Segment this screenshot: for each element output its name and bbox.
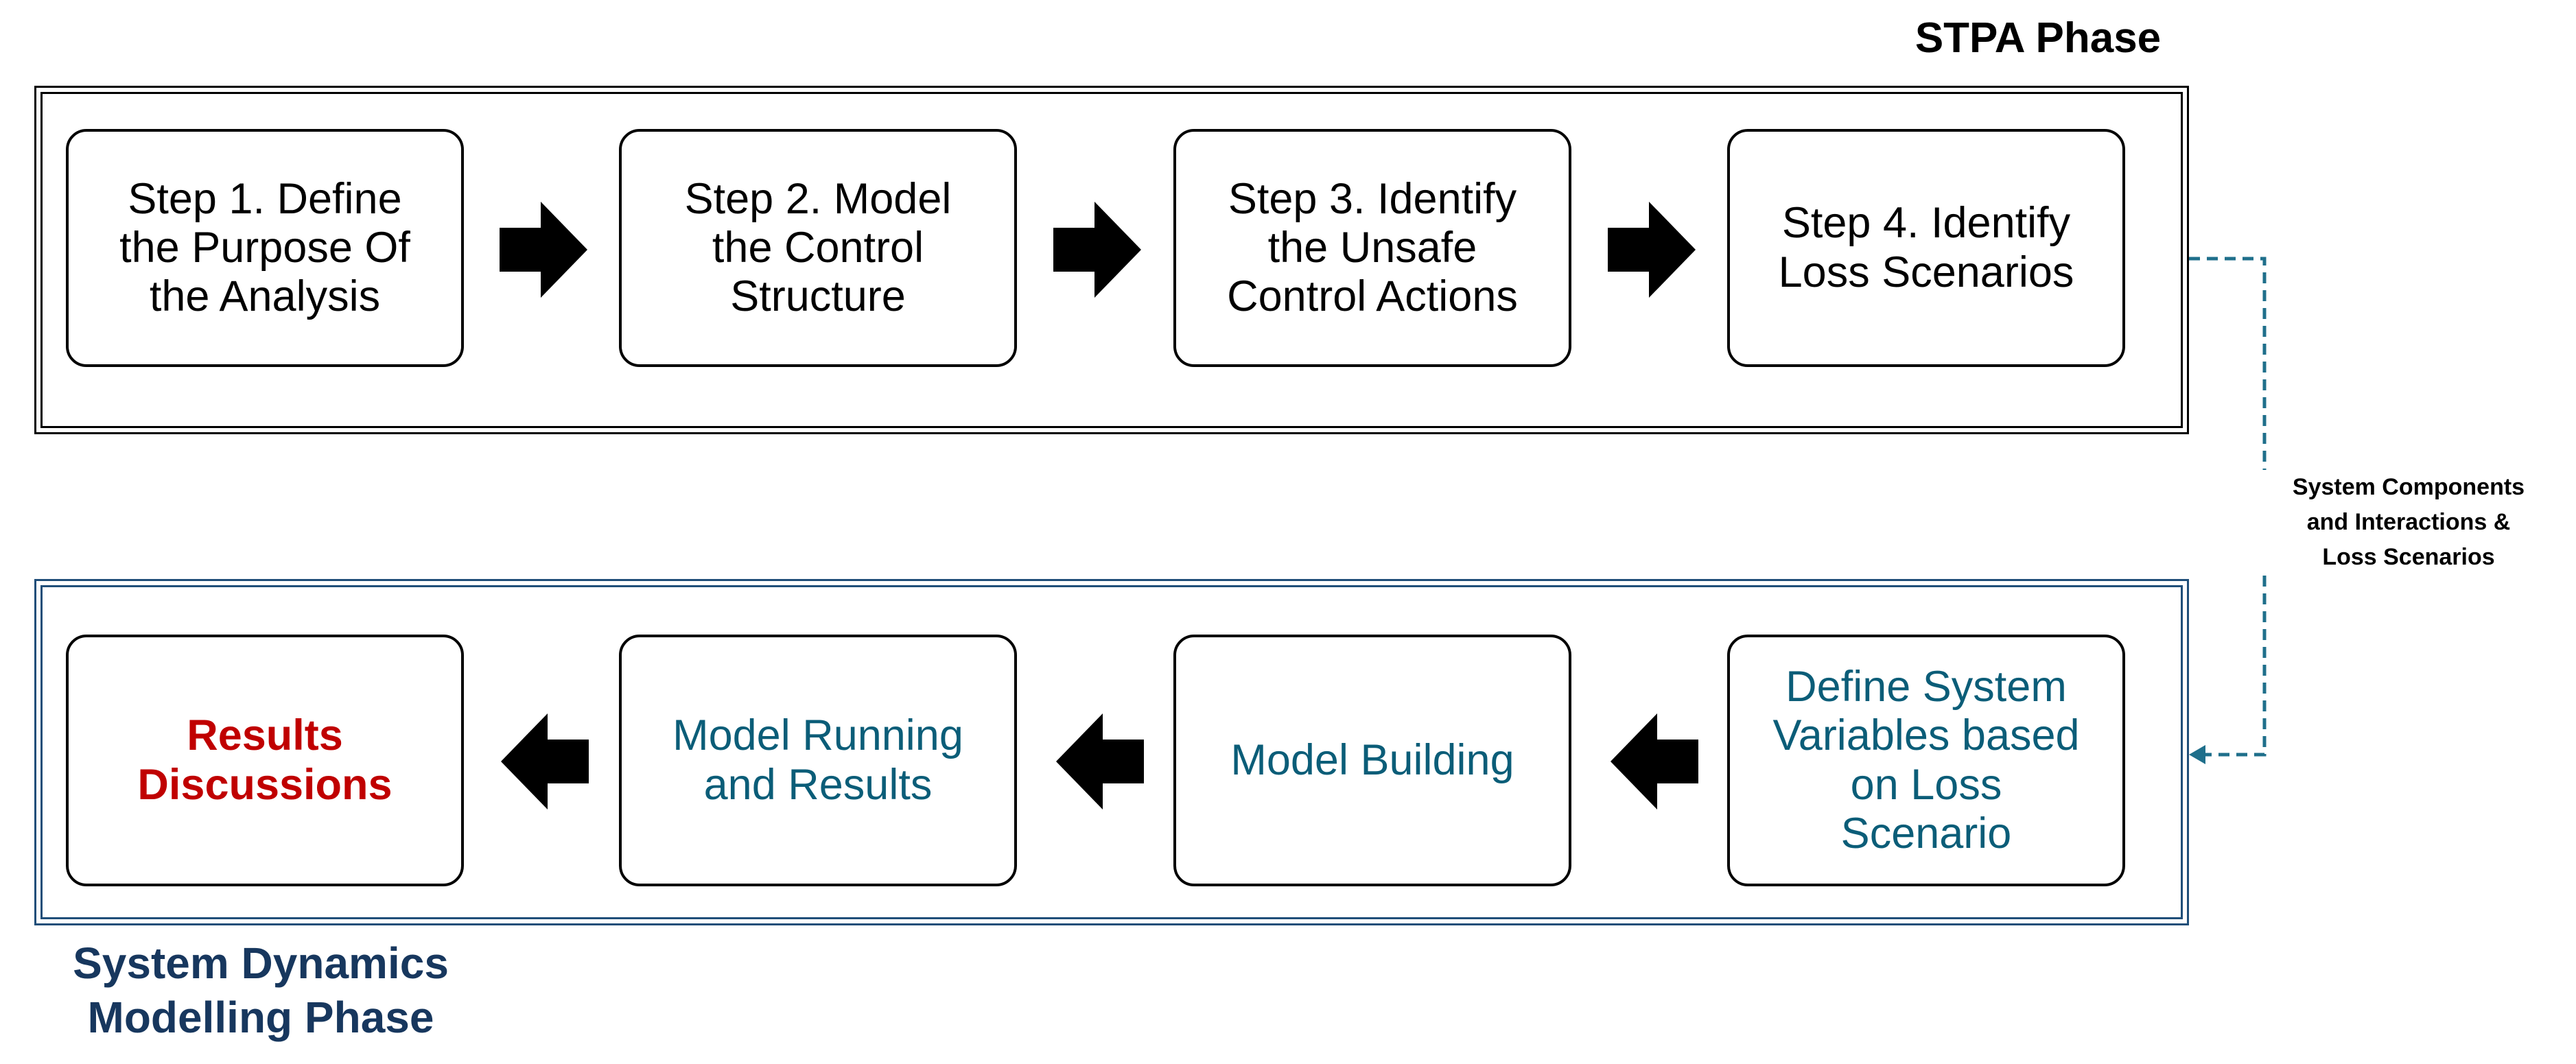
- sd-define-variables-line: Define System: [1785, 663, 2067, 711]
- sd-define-variables-line: Variables based: [1772, 711, 2080, 760]
- sd-model-running-line: and Results: [703, 760, 933, 809]
- sd-phase-frame: [34, 579, 2189, 925]
- sd-phase-title-line: System Dynamics: [73, 938, 449, 988]
- stpa-step-2-line: the Control: [712, 223, 924, 272]
- stpa-phase-title: STPA Phase: [1915, 14, 2162, 62]
- stpa-step-3-line: Step 3. Identify: [1228, 174, 1517, 223]
- stpa-step-2-line: Step 2. Model: [684, 174, 952, 223]
- connector-label: System Components and Interactions & Los…: [2251, 470, 2566, 575]
- right-arrow-icon: [500, 202, 587, 298]
- sd-model-running-line: Model Running: [672, 711, 963, 760]
- stpa-step-2-box: Step 2. Model the Control Structure: [619, 129, 1017, 367]
- sd-model-running-box: Model Running and Results: [619, 635, 1017, 886]
- stpa-step-3-line: the Unsafe: [1267, 223, 1477, 272]
- sd-phase-title: System Dynamics Modelling Phase: [21, 936, 501, 1045]
- left-arrow-icon: [501, 713, 589, 809]
- connector-label-line: and Interactions &: [2306, 509, 2511, 535]
- stpa-step-1-box: Step 1. Define the Purpose Of the Analys…: [66, 129, 464, 367]
- sd-results-discussions-line: Discussions: [137, 760, 393, 809]
- right-arrow-icon: [1053, 202, 1141, 298]
- stpa-step-4-line: Loss Scenarios: [1778, 248, 2074, 296]
- stpa-phase-frame: [34, 86, 2189, 434]
- connector-label-line: Loss Scenarios: [2322, 544, 2495, 570]
- sd-phase-title-line: Modelling Phase: [87, 993, 434, 1043]
- sd-model-building-box: Model Building: [1173, 635, 1571, 886]
- stpa-step-2-line: Structure: [730, 272, 906, 321]
- left-arrow-icon: [1611, 713, 1698, 809]
- stpa-step-1-line: the Analysis: [149, 272, 381, 321]
- connector-label-line: System Components: [2292, 474, 2525, 500]
- stpa-step-4-box: Step 4. Identify Loss Scenarios: [1727, 129, 2125, 367]
- right-arrow-icon: [1608, 202, 1696, 298]
- stpa-step-1-line: the Purpose Of: [119, 223, 410, 272]
- sd-define-variables-line: Scenario: [1840, 809, 2012, 858]
- sd-define-variables-box: Define System Variables based on Loss Sc…: [1727, 635, 2125, 886]
- sd-results-discussions-box: Results Discussions: [66, 635, 464, 886]
- stpa-step-1-line: Step 1. Define: [128, 174, 402, 223]
- stpa-step-3-box: Step 3. Identify the Unsafe Control Acti…: [1173, 129, 1571, 367]
- left-arrow-icon: [1056, 713, 1144, 809]
- sd-model-building-line: Model Building: [1230, 735, 1514, 784]
- stpa-step-3-line: Control Actions: [1227, 272, 1518, 321]
- sd-results-discussions-line: Results: [187, 711, 343, 760]
- sd-define-variables-line: on Loss: [1850, 760, 2002, 809]
- stpa-step-4-line: Step 4. Identify: [1781, 199, 2071, 248]
